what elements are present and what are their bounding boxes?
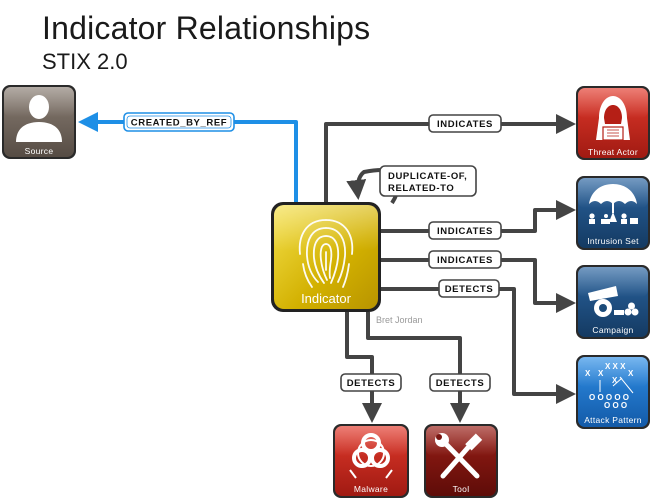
svg-text:O O O O O: O O O O O: [589, 393, 629, 402]
label-detects-malware: DETECTS: [340, 373, 402, 392]
wrench-hammer-icon: [435, 433, 483, 479]
svg-text:Indicator: Indicator: [301, 291, 352, 306]
svg-text:X: X: [628, 369, 634, 378]
umbrella-icon: [589, 184, 638, 224]
label-detects-tool: DETECTS: [429, 373, 491, 392]
svg-text:X X X: X X X: [605, 362, 626, 371]
svg-text:Attack Pattern: Attack Pattern: [584, 415, 642, 425]
svg-text:INDICATES: INDICATES: [437, 255, 493, 266]
label-created-by-ref: CREATED_BY_REF: [123, 112, 235, 132]
cannon-icon: [588, 286, 639, 317]
author-credit: Bret Jordan: [376, 315, 423, 325]
node-source[interactable]: Source: [2, 85, 76, 159]
svg-text:INDICATES: INDICATES: [437, 226, 493, 237]
label-detects-attack-pattern: DETECTS: [438, 279, 500, 298]
svg-text:Threat Actor: Threat Actor: [588, 147, 638, 157]
node-intrusion-set[interactable]: Intrusion Set: [576, 176, 650, 250]
svg-text:O O O: O O O: [604, 401, 627, 410]
hooded-hacker-icon: [596, 96, 630, 141]
svg-text:X: X: [598, 369, 604, 378]
svg-text:Tool: Tool: [453, 484, 470, 494]
svg-text:X: X: [612, 376, 618, 385]
svg-text:CREATED_BY_REF: CREATED_BY_REF: [131, 118, 227, 129]
edge-created-by-ref: [78, 112, 298, 203]
svg-text:Source: Source: [25, 146, 54, 156]
page-title: Indicator Relationships: [42, 10, 371, 46]
svg-text:Malware: Malware: [354, 484, 388, 494]
label-indicates-intrusion-set: INDICATES: [428, 221, 502, 240]
svg-text:X: X: [585, 369, 591, 378]
node-campaign[interactable]: Campaign: [576, 265, 650, 339]
node-attack-pattern[interactable]: X X X X X X X O O O O O O O O Attack Pat…: [576, 355, 650, 429]
connectors: [78, 112, 576, 423]
svg-text:DETECTS: DETECTS: [347, 378, 396, 389]
label-indicates-threat-actor: INDICATES: [428, 114, 502, 133]
svg-text:INDICATES: INDICATES: [437, 119, 493, 130]
svg-text:DETECTS: DETECTS: [445, 284, 494, 295]
page-subtitle: STIX 2.0: [42, 49, 128, 74]
svg-text:DETECTS: DETECTS: [436, 378, 485, 389]
label-self-relationship: DUPLICATE-OF, RELATED-TO: [379, 165, 477, 197]
node-tool[interactable]: Tool: [424, 424, 498, 498]
label-indicates-campaign: INDICATES: [428, 250, 502, 269]
node-indicator[interactable]: Indicator: [271, 202, 381, 312]
play-diagram-icon: X X X X X X X O O O O O O O O: [585, 362, 634, 410]
svg-text:Campaign: Campaign: [592, 325, 633, 335]
node-threat-actor[interactable]: Threat Actor: [576, 86, 650, 160]
node-malware[interactable]: Malware: [333, 424, 409, 498]
edge-detects-tool: [366, 312, 470, 423]
svg-text:RELATED-TO: RELATED-TO: [388, 183, 454, 194]
person-silhouette-icon: [16, 95, 62, 142]
biohazard-icon: [349, 433, 393, 479]
svg-text:DUPLICATE-OF,: DUPLICATE-OF,: [388, 171, 467, 182]
fingerprint-icon: [298, 219, 354, 288]
svg-text:Intrusion Set: Intrusion Set: [587, 236, 639, 246]
